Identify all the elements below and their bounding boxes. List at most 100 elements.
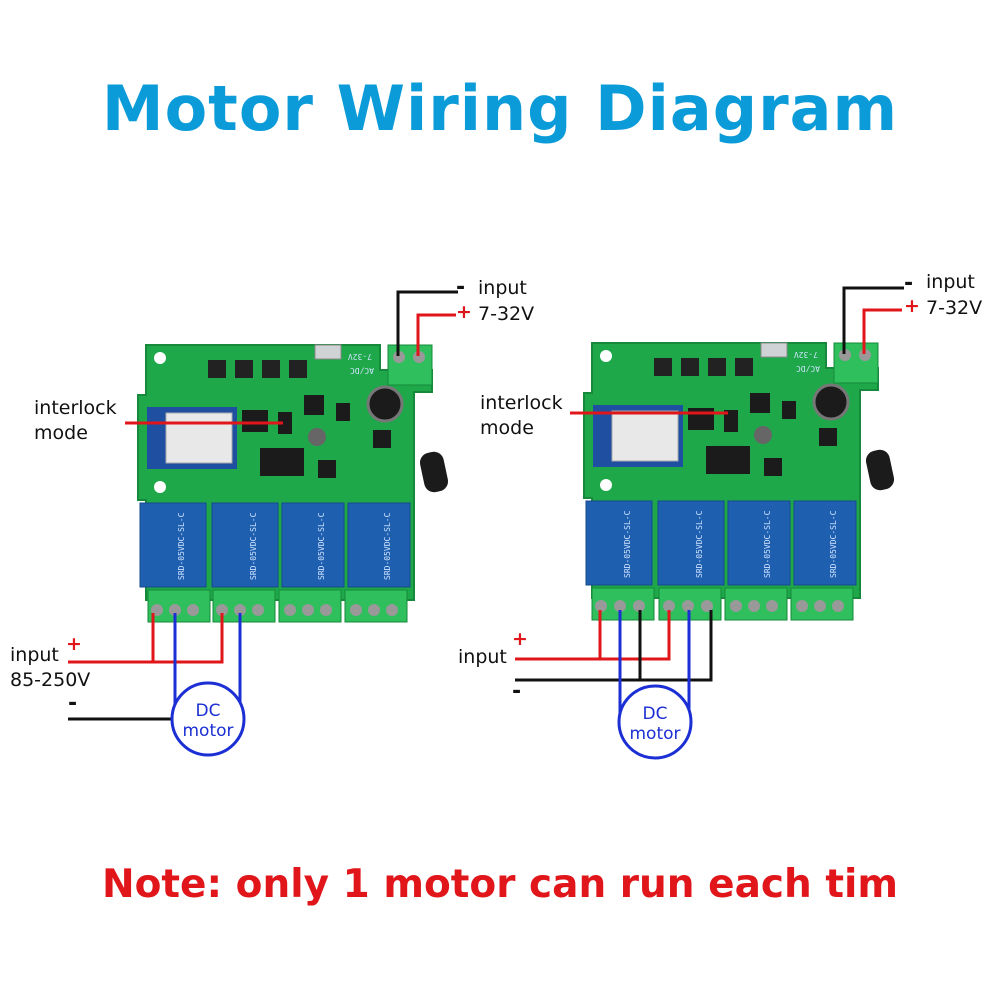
chip — [318, 460, 336, 478]
right-dc-plus: + — [904, 295, 920, 317]
mounting-hole — [600, 350, 612, 362]
left-ac-minus: - — [68, 691, 77, 716]
svg-text:SRD-05VDC-SL-C: SRD-05VDC-SL-C — [249, 512, 258, 580]
note-text: Note: only 1 motor can run each tim — [101, 862, 898, 907]
usb-port — [314, 344, 342, 360]
page-title: Motor Wiring Diagram — [101, 72, 899, 145]
right-input-label: input — [458, 646, 507, 668]
inductor — [308, 428, 326, 446]
left-motor-label-2: motor — [182, 721, 233, 741]
left-wires — [68, 290, 458, 757]
relay-4: SRD-05VDC-SL-C — [793, 500, 857, 586]
screw — [859, 349, 871, 361]
svg-text:SRD-05VDC-SL-C: SRD-05VDC-SL-C — [177, 512, 186, 580]
input-plus-wire — [515, 610, 671, 661]
chip — [819, 428, 837, 446]
button-2 — [235, 360, 253, 378]
antenna — [865, 449, 895, 491]
dc-minus-wire — [842, 286, 904, 354]
relay-2: SRD-05VDC-SL-C — [211, 502, 279, 588]
right-wires — [515, 286, 904, 760]
wifi-shield — [611, 410, 679, 462]
chip — [706, 446, 750, 474]
left-ac-input-label: input — [10, 644, 59, 666]
relay-2: SRD-05VDC-SL-C — [657, 500, 725, 586]
button-1 — [208, 360, 226, 378]
mounting-hole — [600, 479, 612, 491]
chip — [242, 410, 268, 432]
chip — [260, 448, 304, 476]
right-interlock-label-2: mode — [480, 417, 534, 439]
relay-terminals — [591, 587, 854, 621]
right-motor-label-1: DC — [643, 704, 668, 724]
chip — [373, 430, 391, 448]
relay-3: SRD-05VDC-SL-C — [727, 500, 791, 586]
wifi-shield — [165, 412, 233, 464]
left-relay-board: 7-32V AC/DC SRD-05VDC-SL-C SRD-05VDC-SL-… — [137, 344, 449, 623]
mounting-hole — [154, 352, 166, 364]
dc-terminal — [833, 342, 879, 384]
board-print-2: AC/DC — [796, 364, 820, 373]
relay-1: SRD-05VDC-SL-C — [139, 502, 207, 588]
svg-text:SRD-05VDC-SL-C: SRD-05VDC-SL-C — [763, 510, 772, 578]
ac-plus-wire — [68, 613, 224, 664]
button-3 — [262, 360, 280, 378]
left-dc-minus: - — [456, 275, 465, 300]
chip — [336, 403, 350, 421]
screw — [413, 351, 425, 363]
board-print: 7-32V — [794, 350, 818, 359]
button-2 — [681, 358, 699, 376]
dc-terminal — [387, 344, 433, 386]
right-interlock-label-1: interlock — [480, 392, 563, 414]
chip — [688, 408, 714, 430]
button-4 — [735, 358, 753, 376]
capacitor — [366, 385, 404, 423]
dc-plus-wire — [862, 308, 902, 354]
board-print: 7-32V — [348, 352, 372, 361]
left-ac-plus: + — [66, 633, 82, 655]
chip — [750, 393, 770, 413]
capacitor — [812, 383, 850, 421]
svg-text:SRD-05VDC-SL-C: SRD-05VDC-SL-C — [623, 510, 632, 578]
left-interlock-label-2: mode — [34, 422, 88, 444]
relay-terminals — [147, 589, 408, 623]
left-dc-input-label: input — [478, 277, 527, 299]
dc-motor — [617, 684, 693, 760]
button-1 — [654, 358, 672, 376]
mounting-hole — [154, 481, 166, 493]
right-dc-minus: - — [904, 271, 913, 296]
button-4 — [289, 360, 307, 378]
left-interlock-label-1: interlock — [34, 397, 117, 419]
svg-text:SRD-05VDC-SL-C: SRD-05VDC-SL-C — [383, 512, 392, 580]
relay-4: SRD-05VDC-SL-C — [347, 502, 411, 588]
relay-3: SRD-05VDC-SL-C — [281, 502, 345, 588]
dc-minus-wire — [396, 290, 458, 356]
chip — [782, 401, 796, 419]
usb-port — [760, 342, 788, 358]
left-ac-voltage: 85-250V — [10, 669, 90, 691]
right-input-minus: - — [512, 679, 521, 704]
left-dc-voltage: 7-32V — [478, 303, 534, 325]
chip — [764, 458, 782, 476]
right-relay-board: 7-32V AC/DC SRD-05VDC-SL-C SRD-05VDC-SL-… — [583, 342, 895, 621]
right-dc-voltage: 7-32V — [926, 297, 982, 319]
button-3 — [708, 358, 726, 376]
left-dc-plus: + — [456, 301, 472, 323]
svg-text:SRD-05VDC-SL-C: SRD-05VDC-SL-C — [695, 510, 704, 578]
antenna — [419, 451, 449, 493]
svg-text:SRD-05VDC-SL-C: SRD-05VDC-SL-C — [317, 512, 326, 580]
dc-motor — [170, 681, 246, 757]
chip — [278, 412, 292, 434]
left-motor-label-1: DC — [196, 701, 221, 721]
relay-1: SRD-05VDC-SL-C — [585, 500, 653, 586]
svg-text:SRD-05VDC-SL-C: SRD-05VDC-SL-C — [829, 510, 838, 578]
input-minus-wire — [515, 610, 713, 682]
right-dc-input-label: input — [926, 271, 975, 293]
right-motor-label-2: motor — [629, 724, 680, 744]
dc-plus-wire — [416, 313, 456, 356]
right-input-plus: + — [512, 628, 528, 650]
chip — [304, 395, 324, 415]
screw — [839, 349, 851, 361]
inductor — [754, 426, 772, 444]
